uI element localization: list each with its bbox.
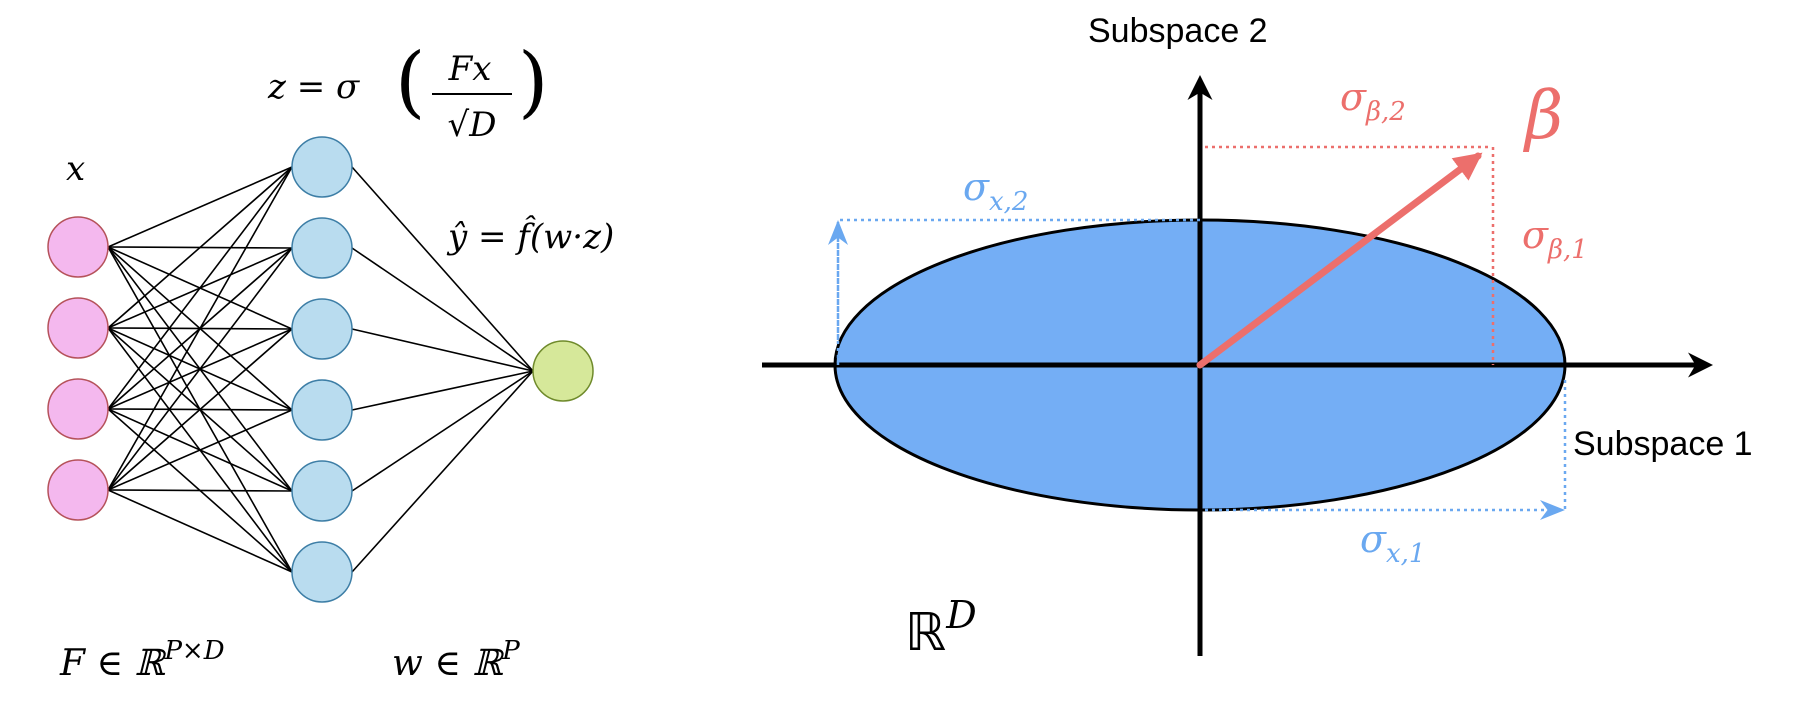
edge-hidden-2-output [351, 247, 534, 372]
beta-label: β [1522, 77, 1563, 154]
edge-input-4-hidden-5 [107, 489, 293, 492]
subspace-diagram: Subspace 2 Subspace 1 β σβ,2 σβ,1 σx,2 σ… [762, 12, 1753, 663]
sigma-x2-label: σx,2 [963, 165, 1028, 217]
sigma-beta1-label: σβ,1 [1522, 213, 1588, 265]
sigma-x1-label: σx,1 [1360, 517, 1425, 569]
input-node-1 [47, 216, 109, 278]
network-nodes [47, 136, 594, 603]
x-axis-label: Subspace 1 [1573, 425, 1753, 463]
input-label: x [66, 149, 85, 189]
hidden-eq-denominator: √D [448, 105, 497, 145]
edge-hidden-3-output [351, 328, 534, 372]
edge-hidden-1-output [351, 166, 534, 372]
edge-input-4-hidden-1 [107, 166, 293, 491]
input-node-2 [47, 297, 109, 359]
edge-input-2-hidden-1 [107, 166, 293, 329]
right-paren: ) [518, 37, 548, 127]
sigma-beta2-label: σβ,2 [1340, 75, 1406, 127]
hidden-node-3 [291, 298, 353, 360]
F-label: F ∈ ℝP×D [59, 636, 225, 684]
edge-input-4-hidden-3 [107, 328, 293, 491]
hidden-node-5 [291, 460, 353, 522]
network-diagram: x z = σ ( Fx √D ) ŷ = f̂(w·z) F ∈ ℝP×D w… [47, 37, 614, 684]
hidden-node-1 [291, 136, 353, 198]
input-node-4 [47, 459, 109, 521]
edge-input-4-hidden-6 [107, 489, 293, 573]
edge-input-1-hidden-1 [107, 166, 293, 248]
edge-input-4-hidden-4 [107, 409, 293, 491]
hidden-eq-prefix: z = σ [267, 67, 360, 107]
hidden-node-2 [291, 217, 353, 279]
space-label: ℝD [905, 593, 977, 663]
edge-input-4-hidden-2 [107, 247, 293, 491]
sigma-x2-guide [836, 218, 1200, 365]
hidden-eq-numerator: Fx [448, 49, 492, 89]
hidden-equation: z = σ ( Fx √D ) [267, 37, 548, 145]
network-edges [107, 166, 534, 573]
output-equation: ŷ = f̂(w·z) [446, 215, 614, 257]
y-axis-label: Subspace 2 [1088, 12, 1268, 50]
edge-hidden-5-output [351, 370, 534, 492]
edge-input-3-hidden-1 [107, 166, 293, 410]
beta-vector [1196, 152, 1483, 369]
input-node-3 [47, 378, 109, 440]
edge-hidden-4-output [351, 370, 534, 411]
left-paren: ( [395, 37, 425, 127]
hidden-node-4 [291, 379, 353, 441]
w-label: w ∈ ℝP [392, 636, 520, 684]
hidden-node-6 [291, 541, 353, 603]
edge-hidden-6-output [351, 370, 534, 573]
output-node [532, 340, 594, 402]
